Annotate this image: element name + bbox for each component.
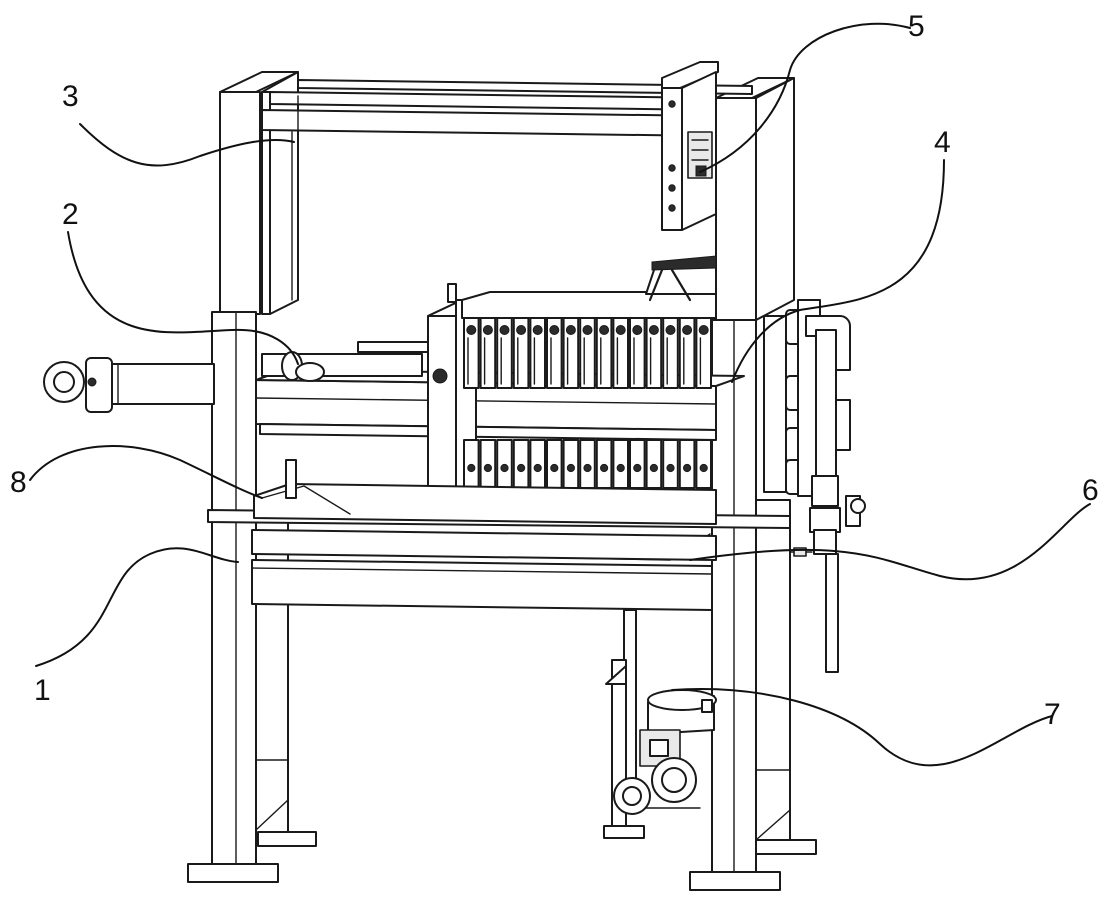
label-2: 2	[62, 198, 79, 231]
filter-plate	[546, 317, 563, 389]
filter-plate-lower	[479, 439, 497, 489]
leader-8	[29, 445, 263, 499]
leader-4	[731, 159, 945, 383]
leader-3	[79, 123, 295, 167]
filter-plate	[595, 317, 613, 389]
filter-plate-lower	[645, 439, 663, 489]
filter-plates	[427, 255, 717, 491]
filter-plate-lower	[662, 439, 679, 489]
label-3: 3	[62, 80, 79, 113]
leader-7	[671, 688, 1053, 767]
filter-plate-lower	[546, 439, 563, 489]
label-7: 7	[1044, 698, 1061, 731]
filter-plate	[695, 317, 713, 389]
filter-plate-lower	[512, 439, 530, 489]
drip-tray	[251, 459, 717, 561]
filter-plate	[678, 317, 696, 389]
label-4: 4	[934, 126, 951, 159]
label-5: 5	[908, 10, 925, 43]
filter-plate-lower	[579, 439, 596, 489]
filter-plate-lower	[595, 439, 613, 489]
filter-plate	[562, 317, 580, 389]
filter-plate	[662, 317, 679, 389]
filter-plate-lower	[529, 439, 547, 489]
filter-plate-lower	[695, 439, 713, 489]
filter-plate	[645, 317, 663, 389]
filter-plate	[463, 317, 480, 389]
filter-plate-lower	[463, 439, 480, 489]
leader-1	[35, 547, 239, 667]
filter-plate-lower	[562, 439, 580, 489]
leader-5	[699, 22, 911, 173]
filter-plate-lower	[678, 439, 696, 489]
filter-plate	[512, 317, 530, 389]
leader-6	[689, 503, 1091, 581]
filter-plate-lower	[629, 439, 646, 489]
filter-plate	[579, 317, 596, 389]
pump-assembly	[603, 609, 717, 839]
lower-frame	[187, 311, 817, 891]
filter-plate-lower	[496, 439, 513, 489]
label-1: 1	[34, 674, 51, 707]
piping-manifold	[763, 299, 866, 673]
hanging-bracket	[661, 61, 719, 231]
filter-plate-lower	[612, 439, 630, 489]
filter-plate	[612, 317, 630, 389]
leader-lines	[29, 22, 1091, 767]
filter-plate	[629, 317, 646, 389]
filter-plate	[496, 317, 513, 389]
label-6: 6	[1082, 474, 1099, 507]
leader-2	[67, 231, 299, 365]
filter-plate	[479, 317, 497, 389]
callout-numbers: 1 2 3 4 5 6 7 8	[10, 10, 1099, 731]
filter-plate	[529, 317, 547, 389]
label-8: 8	[10, 466, 27, 499]
hydraulic-cylinder	[43, 341, 429, 413]
